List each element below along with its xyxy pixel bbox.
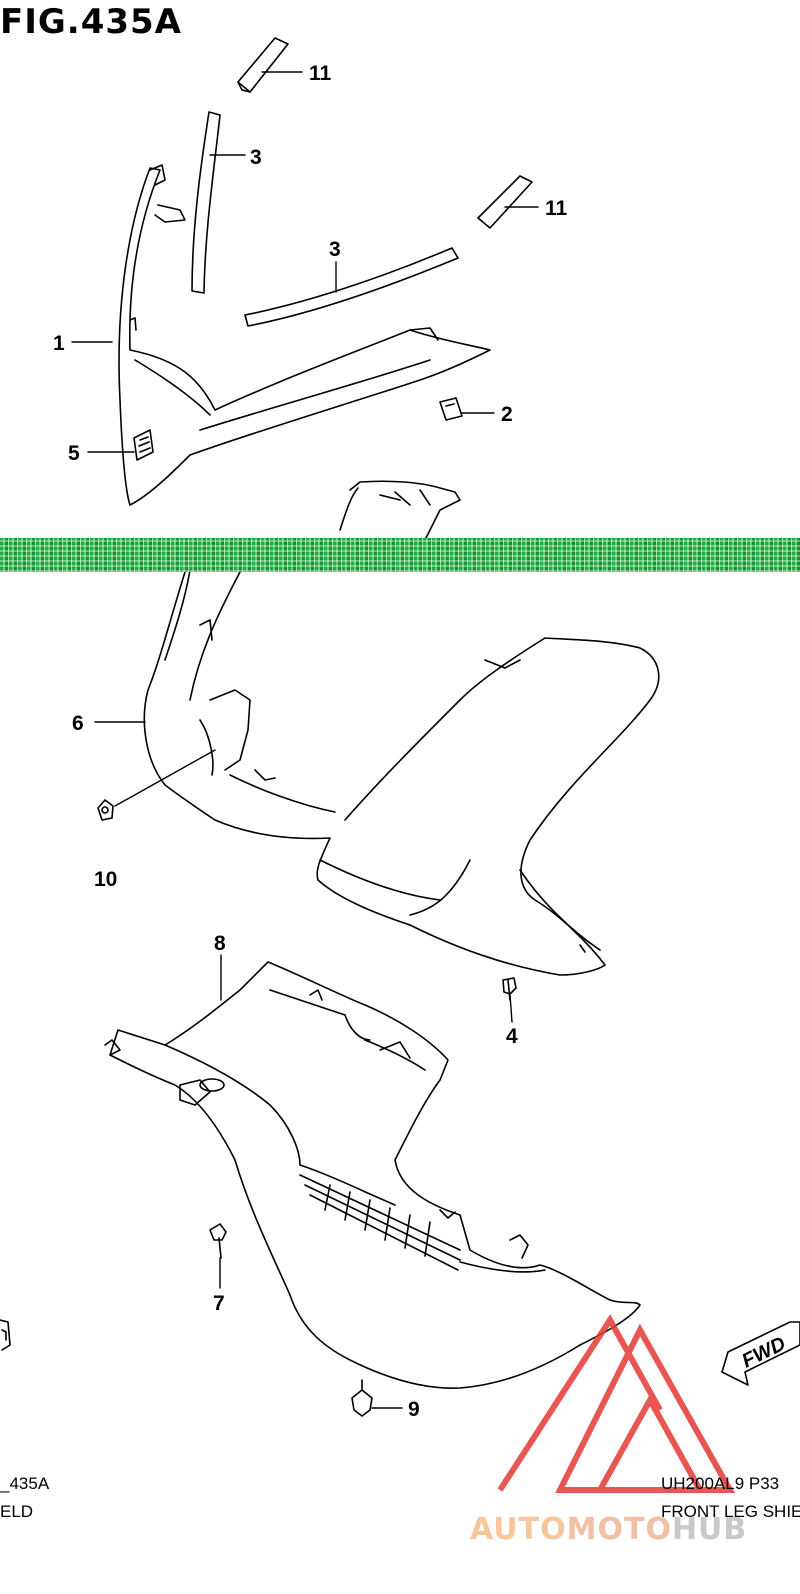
watermark-moto: MOTO	[566, 1512, 672, 1547]
callout-4: 4	[506, 1025, 518, 1048]
part-3-vertical-strip	[191, 111, 221, 294]
leader-10	[114, 749, 216, 807]
callout-7: 7	[213, 1292, 225, 1315]
part-1-upper-cover	[118, 164, 491, 506]
callout-5: 2	[501, 403, 513, 426]
watermark-logo-icon	[497, 1314, 736, 1493]
fwd-arrow-icon	[721, 1321, 800, 1386]
footer-right-name: FRONT LEG SHIE	[661, 1502, 800, 1521]
footer-left-name: ELD	[0, 1502, 34, 1521]
footer-left-code: _435A	[0, 1474, 50, 1493]
scan-band	[0, 538, 800, 572]
callout-3-vertical: 3	[250, 146, 262, 169]
part-3-horizontal-strip	[244, 247, 459, 327]
part-11-right	[477, 175, 533, 229]
callout-3-horizontal: 3	[329, 238, 341, 261]
callout-8: 8	[214, 932, 226, 955]
part-11-upper	[237, 37, 289, 93]
left-edge-marker-icon	[0, 1319, 11, 1351]
callout-11-right: 11	[545, 197, 568, 220]
part-10-nut	[97, 799, 114, 821]
watermark-auto: AUTO	[470, 1512, 567, 1547]
leader-4	[509, 994, 513, 1023]
callout-1: 1	[53, 332, 65, 355]
part-8-lower-leg-shield	[104, 961, 641, 1389]
part-4-screw	[502, 977, 517, 1001]
callout-10: 10	[94, 868, 117, 891]
figure-title: FIG.435A	[0, 2, 182, 42]
callout-6: 6	[72, 712, 84, 735]
part-5-clip	[439, 397, 463, 421]
callout-2: 5	[68, 442, 80, 465]
callout-11-upper: 11	[309, 62, 332, 85]
part-2-emblem	[133, 429, 154, 461]
part-9-clip	[351, 1379, 373, 1417]
part-6-front-leg-shield	[143, 480, 660, 976]
watermark-brand: AUTOMOTOHUB	[470, 1512, 747, 1547]
part-7-screw	[209, 1223, 227, 1259]
watermark-hub: HUB	[671, 1512, 748, 1547]
footer-right-code: UH200AL9 P33	[661, 1474, 780, 1493]
callout-9: 9	[408, 1398, 420, 1421]
